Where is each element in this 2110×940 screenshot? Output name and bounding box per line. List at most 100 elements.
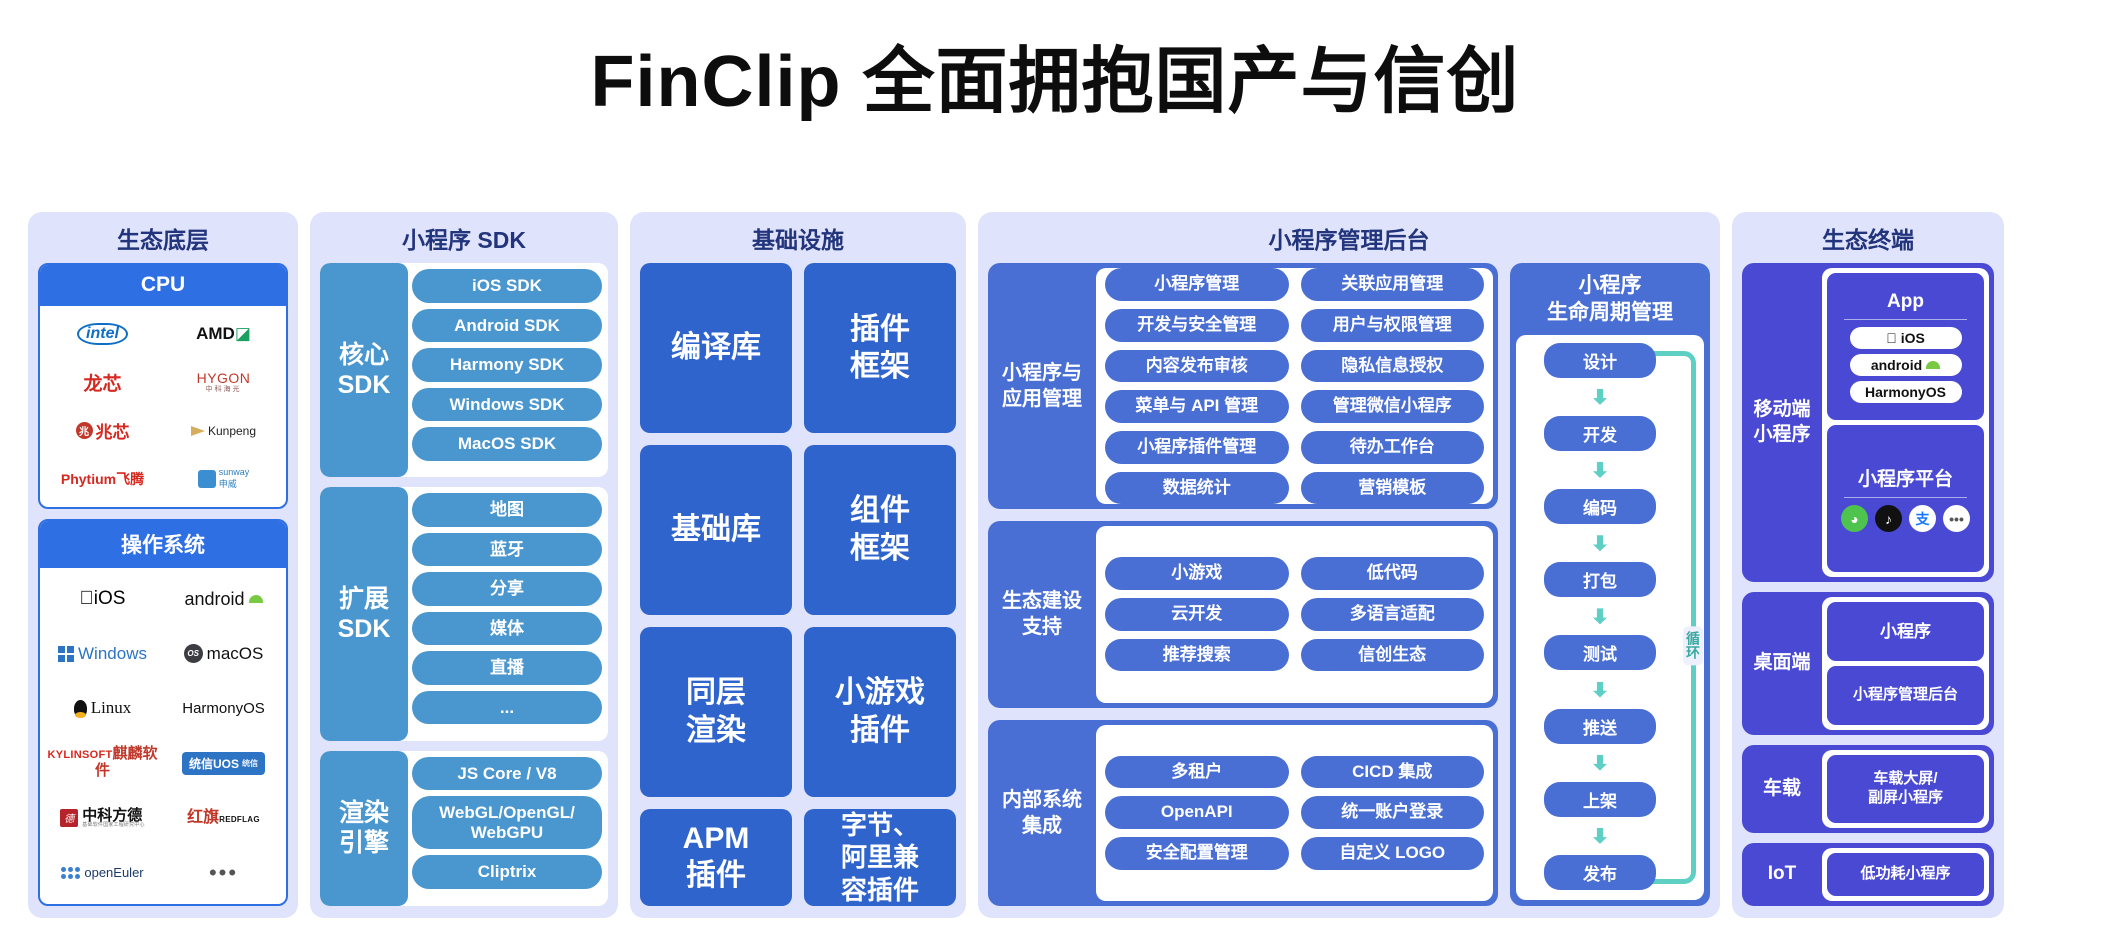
more-icon[interactable]: ••• <box>1943 505 1970 533</box>
sdk-pill[interactable]: 分享 <box>412 572 602 606</box>
lifecycle-steps: 循环 设计 开发 编码 打包 测试 推送 上架 <box>1516 334 1704 900</box>
terminal-card-title: App <box>1887 290 1924 312</box>
admin-pill[interactable]: 菜单与 API 管理 <box>1105 390 1289 423</box>
sdk-pill[interactable]: WebGL/OpenGL/ WebGPU <box>412 796 602 850</box>
alipay-icon[interactable]: 支 <box>1909 505 1936 533</box>
panel-admin-console: 小程序管理后台 小程序与 应用管理 小程序管理 关联应用管理 开发与安全管理 用… <box>978 212 1720 918</box>
terminal-label: 桌面端 <box>1753 652 1811 674</box>
lifecycle-step[interactable]: 编码 <box>1544 489 1656 525</box>
sdk-pill[interactable]: 直播 <box>412 651 602 685</box>
infra-cell[interactable]: 小游戏 插件 <box>804 626 956 797</box>
infra-cell[interactable]: 基础库 <box>640 445 792 615</box>
terminal-item[interactable]: 低功耗小程序 <box>1827 852 1984 897</box>
sdk-label-render: 渲染引擎 <box>320 750 408 906</box>
panel-title-terminal: 生态终端 <box>1822 227 1914 253</box>
chip-android[interactable]: android <box>1849 353 1962 376</box>
admin-pill[interactable]: 低代码 <box>1300 557 1484 591</box>
admin-pill[interactable]: 用户与权限管理 <box>1300 308 1484 342</box>
admin-pill[interactable]: 信创生态 <box>1300 638 1484 672</box>
admin-pill[interactable]: 关联应用管理 <box>1300 268 1484 301</box>
wechat-icon[interactable]: ◕ <box>1841 505 1868 533</box>
sdk-pill[interactable]: ... <box>412 690 602 725</box>
lifecycle-step[interactable]: 设计 <box>1544 342 1656 378</box>
admin-pill[interactable]: 待办工作台 <box>1300 430 1484 464</box>
card-os-header: 操作系统 <box>40 520 286 568</box>
admin-pill[interactable]: 推荐搜索 <box>1105 638 1289 672</box>
lifecycle-step[interactable]: 开发 <box>1544 415 1656 451</box>
down-arrow-icon <box>1593 754 1607 771</box>
logo-kunpeng: Kunpeng <box>163 406 284 454</box>
chip-ios[interactable]: iOS <box>1849 326 1962 349</box>
admin-pill[interactable]: 多租户 <box>1105 755 1289 789</box>
terminal-row-vehicle: 车载 车载大屏/ 副屏小程序 <box>1742 745 1994 833</box>
terminal-card-miniprogram-platform: 小程序平台 ◕ ♪ 支 ••• <box>1827 425 1984 572</box>
admin-pill[interactable]: 开发与安全管理 <box>1105 308 1289 342</box>
admin-pill[interactable]: 内容发布审核 <box>1105 349 1289 383</box>
sdk-pill[interactable]: Harmony SDK <box>412 348 602 382</box>
infra-cell[interactable]: 组件 框架 <box>804 445 956 615</box>
admin-pill[interactable]: 统一账户登录 <box>1300 796 1484 830</box>
admin-pill[interactable]: 小程序管理 <box>1105 268 1289 301</box>
lifecycle-step[interactable]: 发布 <box>1544 854 1656 890</box>
lifecycle-step[interactable]: 上架 <box>1544 781 1656 817</box>
terminal-row-iot: IoT 低功耗小程序 <box>1742 842 1994 907</box>
sdk-pill[interactable]: JS Core / V8 <box>412 756 602 791</box>
admin-pill[interactable]: 云开发 <box>1105 598 1289 631</box>
sdk-pill[interactable]: Cliptrix <box>412 855 602 889</box>
chip-label: HarmonyOS <box>1865 383 1946 400</box>
logo-phytium: Phytium飞腾 <box>60 470 145 487</box>
sdk-pill[interactable]: MacOS SDK <box>412 427 602 462</box>
terminal-item[interactable]: 车载大屏/ 副屏小程序 <box>1827 755 1984 823</box>
logo-openeuler: openEuler <box>42 845 163 900</box>
admin-group-app-management: 小程序与 应用管理 小程序管理 关联应用管理 开发与安全管理 用户与权限管理 内… <box>988 263 1498 510</box>
terminal-item[interactable]: 小程序 <box>1827 601 1984 662</box>
chip-label: android <box>1870 356 1923 373</box>
infra-cell[interactable]: 插件 框架 <box>804 263 956 434</box>
infra-cell[interactable]: 字节、 阿里兼 容插件 <box>804 808 956 906</box>
admin-pill[interactable]: 营销模板 <box>1300 471 1484 505</box>
logo-ios: iOS <box>80 588 126 610</box>
admin-pill[interactable]: 小程序插件管理 <box>1105 430 1289 464</box>
admin-group-label: 内部系统 集成 <box>1002 788 1082 837</box>
lifecycle-step[interactable]: 打包 <box>1544 562 1656 598</box>
sdk-pill[interactable]: 蓝牙 <box>412 532 602 567</box>
infra-cell[interactable]: 同层 渲染 <box>640 626 792 797</box>
sdk-pill[interactable]: 地图 <box>412 493 602 527</box>
admin-group-ecosystem-support: 生态建设 支持 小游戏 低代码 云开发 多语言适配 推荐搜索 信创生态 <box>988 521 1498 708</box>
down-arrow-icon <box>1593 388 1607 405</box>
sdk-pill[interactable]: Android SDK <box>412 308 602 343</box>
admin-pill[interactable]: 多语言适配 <box>1300 598 1484 631</box>
down-arrow-icon <box>1593 827 1607 844</box>
tiktok-icon[interactable]: ♪ <box>1875 505 1902 533</box>
infra-cell[interactable]: APM 插件 <box>640 808 792 906</box>
admin-pill[interactable]: 数据统计 <box>1105 471 1289 505</box>
admin-pill[interactable]: 小游戏 <box>1105 557 1289 591</box>
lifecycle-step[interactable]: 推送 <box>1544 708 1656 744</box>
sdk-pill[interactable]: Windows SDK <box>412 387 602 422</box>
sdk-pill[interactable]: iOS SDK <box>412 269 602 303</box>
terminal-item[interactable]: 小程序管理后台 <box>1827 666 1984 726</box>
admin-pill[interactable]: 隐私信息授权 <box>1300 349 1484 383</box>
lifecycle-loop-label: 循环 <box>1683 625 1703 666</box>
admin-pill[interactable]: OpenAPI <box>1105 796 1289 830</box>
panel-title-infrastructure: 基础设施 <box>752 227 844 253</box>
admin-pill[interactable]: 自定义 LOGO <box>1300 837 1484 870</box>
admin-pill[interactable]: CICD 集成 <box>1300 755 1484 789</box>
chip-harmonyos[interactable]: HarmonyOS <box>1849 380 1962 403</box>
admin-pill[interactable]: 管理微信小程序 <box>1300 390 1484 423</box>
lifecycle-step[interactable]: 测试 <box>1544 635 1656 671</box>
admin-pill[interactable]: 安全配置管理 <box>1105 837 1289 870</box>
sdk-pill[interactable]: 媒体 <box>412 611 602 646</box>
logo-kylinsoft: KYLINSOFT麒麟软件 <box>47 745 158 780</box>
panel-terminal: 生态终端 移动端 小程序 App iOS android HarmonyOS <box>1732 212 2004 918</box>
infra-cell[interactable]: 编译库 <box>640 263 792 434</box>
